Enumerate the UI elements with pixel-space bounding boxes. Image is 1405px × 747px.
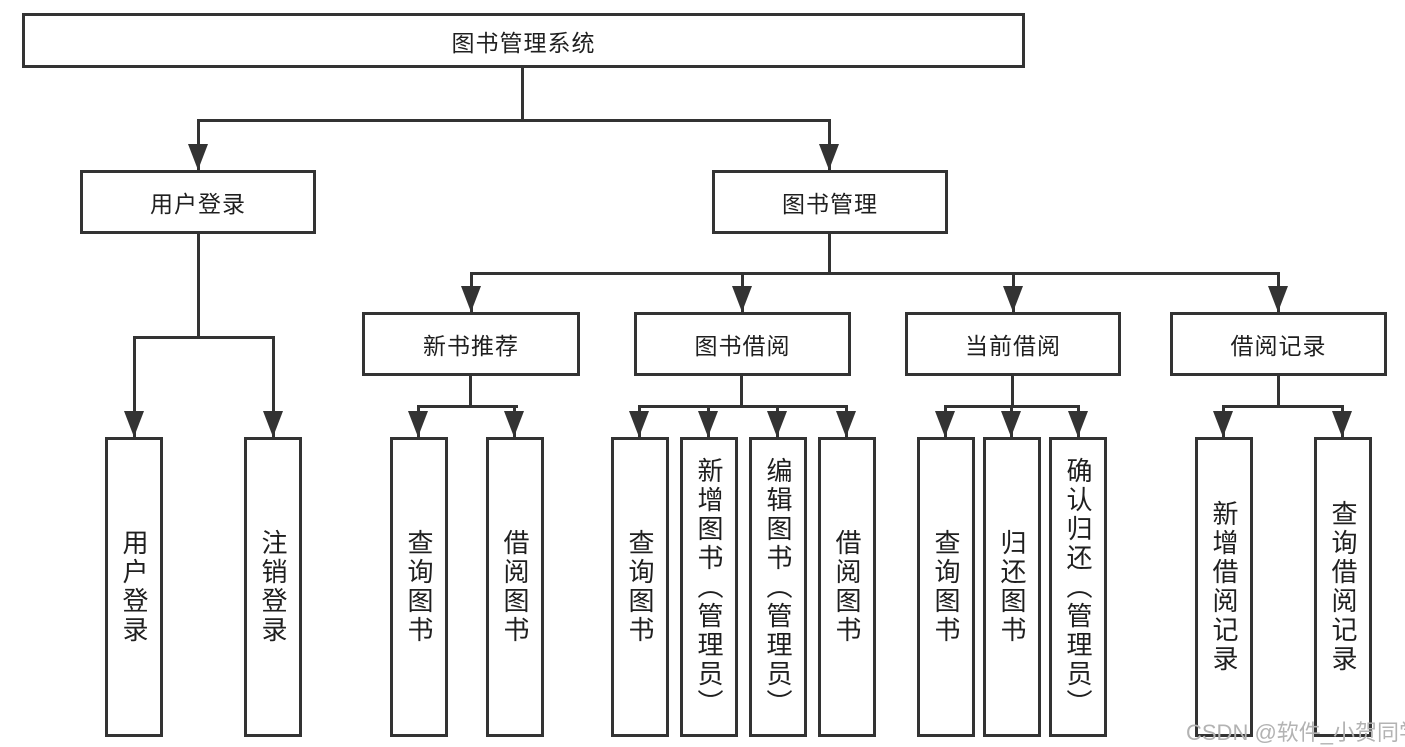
leaf-borrow-borrow-books: 借阅图书	[818, 437, 876, 737]
leaf-recommend-borrow-books-label: 借阅图书	[500, 529, 530, 645]
leaf-records-add-record: 新增借阅记录	[1195, 437, 1253, 737]
node-book-management-label: 图书管理	[782, 191, 878, 217]
connector-vline	[272, 336, 275, 437]
arrow-down-icon	[629, 411, 649, 437]
node-root-label: 图书管理系统	[451, 29, 596, 56]
arrow-down-icon	[1003, 286, 1023, 312]
leaf-current-return-books-label: 归还图书	[997, 529, 1027, 645]
leaf-borrow-query-books: 查询图书	[611, 437, 669, 737]
node-book-borrow: 图书借阅	[634, 312, 851, 376]
leaf-current-query-books: 查询图书	[917, 437, 975, 737]
leaf-recommend-query-books: 查询图书	[390, 437, 448, 737]
node-book-borrow-label: 图书借阅	[694, 333, 791, 359]
leaf-current-query-books-label: 查询图书	[931, 529, 961, 645]
connector-hline	[417, 405, 518, 408]
leaf-current-confirm-return-admin-label: 确认归还（管理员）	[1063, 456, 1093, 718]
node-root: 图书管理系统	[22, 13, 1025, 68]
node-borrow-records-label: 借阅记录	[1230, 333, 1327, 359]
connector-vline	[521, 68, 524, 122]
connector-vline	[828, 234, 831, 275]
node-user-login-label: 用户登录	[150, 191, 246, 217]
node-user-login: 用户登录	[80, 170, 316, 234]
arrow-down-icon	[1268, 286, 1288, 312]
arrow-down-icon	[767, 411, 787, 437]
arrow-down-icon	[263, 411, 283, 437]
node-current-borrow: 当前借阅	[905, 312, 1121, 376]
leaf-borrow-query-books-label: 查询图书	[625, 529, 655, 645]
arrow-down-icon	[461, 286, 481, 312]
node-borrow-records: 借阅记录	[1170, 312, 1387, 376]
connector-hline	[133, 336, 275, 339]
arrow-down-icon	[1332, 411, 1352, 437]
connector-vline	[1011, 376, 1014, 407]
connector-hline	[197, 119, 831, 122]
leaf-borrow-borrow-books-label: 借阅图书	[832, 529, 862, 645]
node-current-borrow-label: 当前借阅	[965, 333, 1061, 359]
connector-vline	[197, 234, 200, 339]
connector-hline	[1222, 405, 1344, 408]
connector-vline	[1277, 376, 1280, 407]
connector-vline	[740, 376, 743, 407]
arrow-down-icon	[819, 144, 839, 170]
leaf-logout: 注销登录	[244, 437, 302, 737]
connector-vline	[469, 376, 472, 407]
arrow-down-icon	[188, 144, 208, 170]
arrow-down-icon	[836, 411, 856, 437]
connector-hline	[470, 272, 1280, 275]
leaf-user-login: 用户登录	[105, 437, 163, 737]
leaf-logout-label: 注销登录	[258, 529, 288, 645]
arrow-down-icon	[124, 411, 144, 437]
leaf-user-login-label: 用户登录	[119, 529, 149, 645]
leaf-current-confirm-return-admin: 确认归还（管理员）	[1049, 437, 1107, 737]
arrow-down-icon	[935, 411, 955, 437]
leaf-borrow-add-books-admin: 新增图书（管理员）	[680, 437, 738, 737]
arrow-down-icon	[698, 411, 718, 437]
arrow-down-icon	[1001, 411, 1021, 437]
node-book-management: 图书管理	[712, 170, 948, 234]
node-new-book-recommend-label: 新书推荐	[423, 333, 519, 359]
leaf-records-query-record-label: 查询借阅记录	[1328, 500, 1358, 674]
connector-vline	[133, 336, 136, 437]
leaf-recommend-query-books-label: 查询图书	[404, 529, 434, 645]
arrow-down-icon	[408, 411, 428, 437]
leaf-current-return-books: 归还图书	[983, 437, 1041, 737]
leaf-borrow-edit-books-admin-label: 编辑图书（管理员）	[763, 456, 793, 718]
leaf-borrow-edit-books-admin: 编辑图书（管理员）	[749, 437, 807, 737]
leaf-borrow-add-books-admin-label: 新增图书（管理员）	[694, 456, 724, 718]
arrow-down-icon	[1213, 411, 1233, 437]
arrow-down-icon	[504, 411, 524, 437]
arrow-down-icon	[1068, 411, 1088, 437]
arrow-down-icon	[732, 286, 752, 312]
leaf-records-query-record: 查询借阅记录	[1314, 437, 1372, 737]
node-new-book-recommend: 新书推荐	[362, 312, 580, 376]
csdn-watermark: CSDN @软件_小贺同学	[1186, 720, 1405, 745]
connector-hline	[638, 405, 848, 408]
leaf-records-add-record-label: 新增借阅记录	[1209, 500, 1239, 674]
leaf-recommend-borrow-books: 借阅图书	[486, 437, 544, 737]
